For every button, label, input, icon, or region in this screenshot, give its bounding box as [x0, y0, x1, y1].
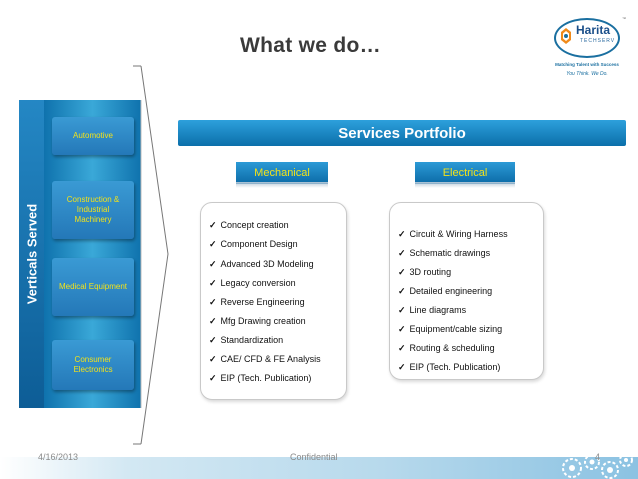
checkmark-icon: ✓ [209, 354, 217, 364]
vertical-item: Automotive [52, 117, 134, 155]
vertical-item: Construction & Industrial Machinery [52, 181, 134, 239]
gears-decoration-icon [562, 453, 633, 479]
footer-date: 4/16/2013 [38, 452, 79, 462]
checkmark-icon: ✓ [398, 362, 406, 372]
list-item: ✓Standardization [209, 335, 284, 345]
vertical-item: Consumer Electronics [52, 340, 134, 390]
checkmark-icon: ✓ [209, 316, 217, 326]
logo-slogan: You Think. We Do. [566, 71, 608, 77]
list-item: ✓Line diagrams [398, 305, 467, 315]
list-item: ✓3D routing [398, 267, 452, 277]
footer-page-number: 4 [595, 452, 601, 462]
checkmark-icon: ✓ [398, 324, 406, 334]
tab-electrical: Electrical [415, 162, 515, 184]
checkmark-icon: ✓ [209, 259, 217, 269]
list-item: ✓CAE/ CFD & FE Analysis [209, 354, 321, 364]
list-item: ✓Reverse Engineering [209, 297, 305, 307]
slide-title: What we do… [240, 34, 381, 57]
list-item: ✓Circuit & Wiring Harness [398, 229, 508, 239]
harita-logo: Harita TECHSERV ™ Matching Talent with S… [546, 16, 628, 84]
list-item: ✓Advanced 3D Modeling [209, 259, 314, 269]
checkmark-icon: ✓ [209, 278, 217, 288]
checkmark-icon: ✓ [398, 343, 406, 353]
checkmark-icon: ✓ [398, 229, 406, 239]
list-item: ✓Routing & scheduling [398, 343, 495, 353]
list-item: ✓Equipment/cable sizing [398, 324, 503, 334]
logo-tm: ™ [622, 16, 626, 21]
list-item: ✓EIP (Tech. Publication) [398, 362, 501, 372]
list-item: ✓Legacy conversion [209, 278, 296, 288]
checkmark-icon: ✓ [398, 248, 406, 258]
checkmark-icon: ✓ [209, 239, 217, 249]
verticals-label-bar [19, 100, 44, 408]
electrical-services-box: ✓Circuit & Wiring Harness ✓Schematic dra… [389, 202, 544, 380]
tab-shadow [415, 182, 515, 188]
logo-name: Harita [576, 23, 611, 37]
tab-mechanical: Mechanical [236, 162, 328, 184]
checkmark-icon: ✓ [398, 286, 406, 296]
list-item: ✓Component Design [209, 239, 298, 249]
footer-confidential: Confidential [290, 452, 338, 462]
checkmark-icon: ✓ [209, 220, 217, 230]
list-item: ✓EIP (Tech. Publication) [209, 373, 312, 383]
logo-tagline: Matching Talent with Success [555, 62, 619, 67]
checkmark-icon: ✓ [209, 373, 217, 383]
verticals-label: Verticals Served [24, 203, 40, 305]
logo-mark-icon [561, 28, 571, 44]
checkmark-icon: ✓ [398, 305, 406, 315]
list-item: ✓Detailed engineering [398, 286, 493, 296]
logo-sub: TECHSERV [580, 38, 616, 44]
vertical-item: Medical Equipment [52, 258, 134, 316]
tab-shadow [236, 182, 328, 188]
mechanical-services-box: ✓Concept creation ✓Component Design ✓Adv… [200, 202, 347, 400]
checkmark-icon: ✓ [209, 335, 217, 345]
checkmark-icon: ✓ [398, 267, 406, 277]
list-item: ✓Schematic drawings [398, 248, 491, 258]
list-item: ✓Concept creation [209, 220, 289, 230]
services-portfolio-header: Services Portfolio [178, 120, 626, 146]
list-item: ✓Mfg Drawing creation [209, 316, 306, 326]
checkmark-icon: ✓ [209, 297, 217, 307]
footer-band [0, 457, 638, 479]
